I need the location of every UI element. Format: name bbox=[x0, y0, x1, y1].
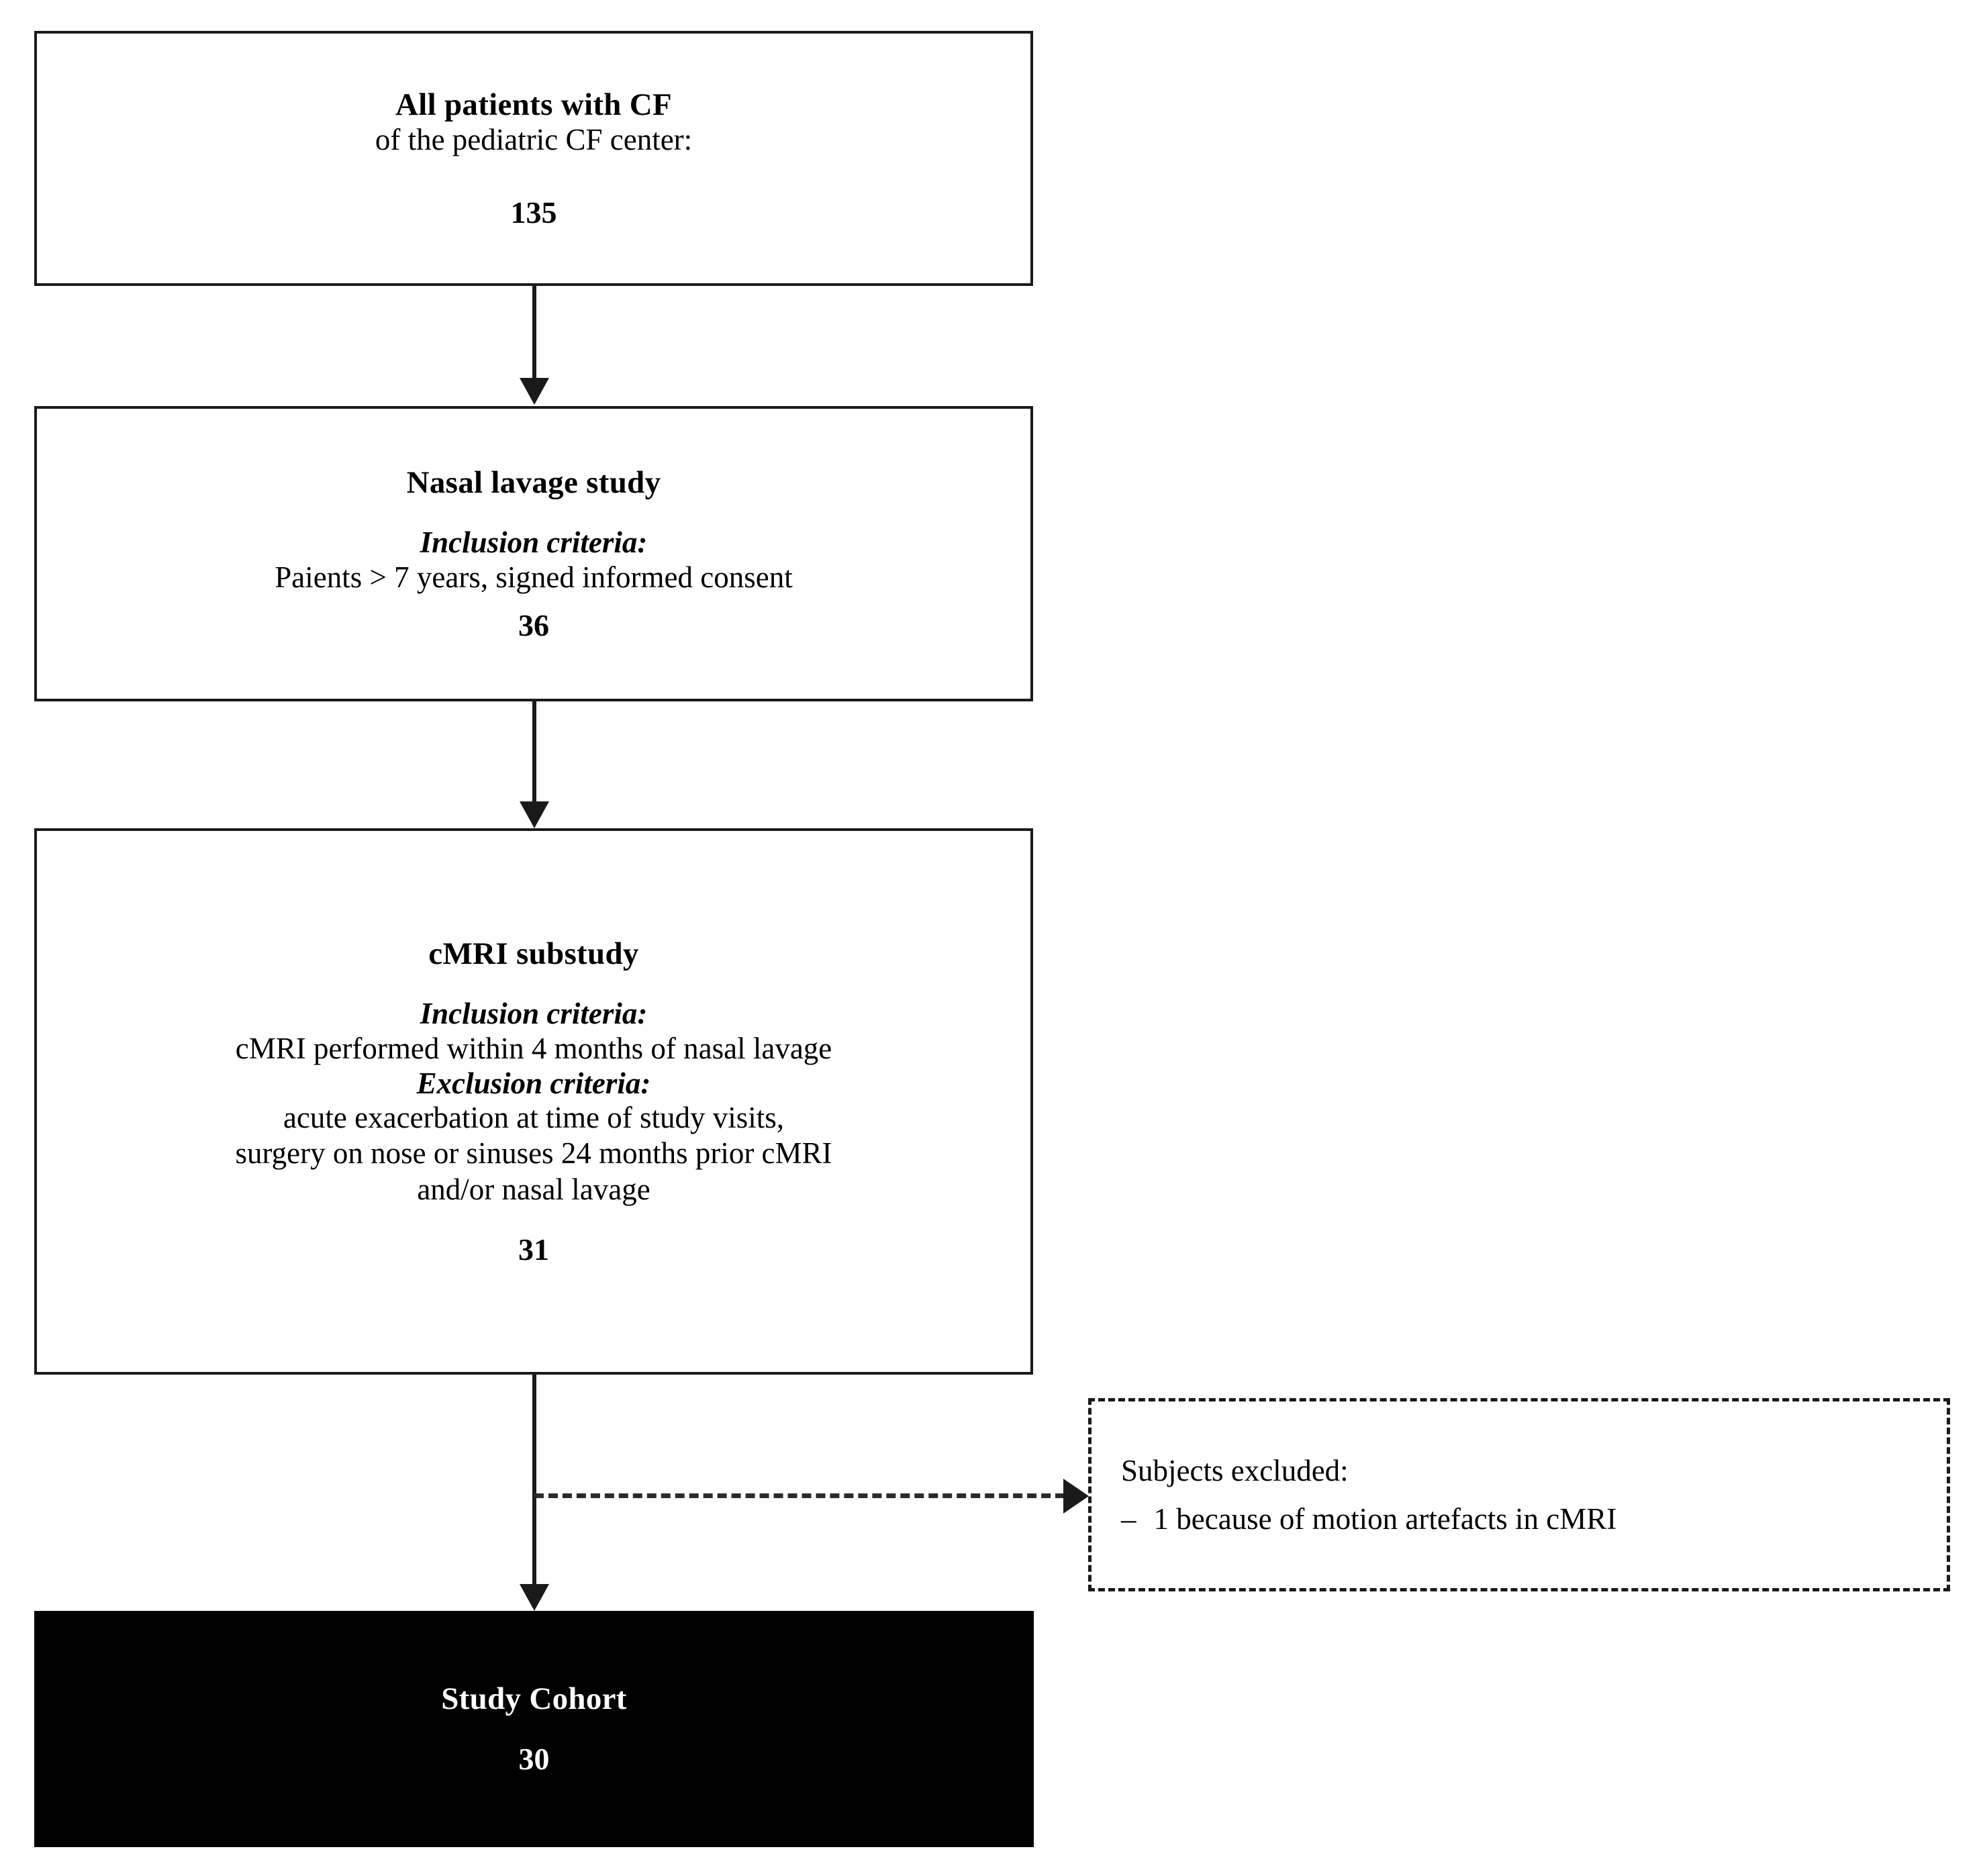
dashed-arrow-to-subjects-excluded-head bbox=[1063, 1479, 1089, 1514]
arrow-cmri-to-study-cohort bbox=[532, 1375, 536, 1586]
cmri-inclusion-line1: cMRI performed within 4 months of nasal … bbox=[235, 1031, 832, 1065]
cmri-inclusion-label: Inclusion criteria: bbox=[420, 997, 648, 1031]
cmri-exclusion-label: Exclusion criteria: bbox=[416, 1066, 651, 1100]
arrow-all-patients-to-nasal-lavage-head bbox=[520, 378, 549, 405]
nasal-lavage-title: Nasal lavage study bbox=[406, 464, 661, 500]
bullet-dash-icon: – bbox=[1121, 1502, 1136, 1536]
study-cohort-count: 30 bbox=[518, 1742, 550, 1777]
arrow-cmri-to-study-cohort-head bbox=[520, 1584, 549, 1611]
arrow-all-patients-to-nasal-lavage bbox=[532, 286, 536, 380]
cmri-exclusion-line1: acute exacerbation at time of study visi… bbox=[283, 1101, 784, 1135]
nasal-lavage-inclusion-label: Inclusion criteria: bbox=[420, 526, 648, 560]
nasal-lavage-inclusion-line1: Paients > 7 years, signed informed conse… bbox=[275, 560, 793, 594]
all-patients-title-line1: All patients with CF bbox=[395, 87, 673, 122]
arrow-nasal-lavage-to-cmri-head bbox=[520, 801, 549, 828]
subjects-excluded-title: Subjects excluded: bbox=[1121, 1453, 1349, 1487]
study-cohort-title: Study Cohort bbox=[441, 1681, 627, 1717]
cmri-substudy-count: 31 bbox=[518, 1232, 549, 1267]
box-subjects-excluded: Subjects excluded: – 1 because of motion… bbox=[1088, 1398, 1950, 1591]
all-patients-count: 135 bbox=[510, 195, 557, 230]
cmri-exclusion-line3: and/or nasal lavage bbox=[417, 1172, 650, 1206]
box-study-cohort: Study Cohort 30 bbox=[34, 1611, 1034, 1847]
cmri-substudy-title: cMRI substudy bbox=[428, 936, 639, 971]
subjects-excluded-item-text: 1 because of motion artefacts in cMRI bbox=[1153, 1502, 1617, 1536]
all-patients-title-line2: of the pediatric CF center: bbox=[375, 123, 693, 157]
box-nasal-lavage-study: Nasal lavage study Inclusion criteria: P… bbox=[34, 406, 1033, 701]
cmri-exclusion-line2: surgery on nose or sinuses 24 months pri… bbox=[235, 1136, 832, 1171]
arrow-nasal-lavage-to-cmri bbox=[532, 701, 536, 803]
box-all-patients-with-cf: All patients with CF of the pediatric CF… bbox=[34, 31, 1033, 286]
dashed-arrow-to-subjects-excluded bbox=[534, 1493, 1065, 1498]
nasal-lavage-count: 36 bbox=[518, 607, 549, 642]
box-cmri-substudy: cMRI substudy Inclusion criteria: cMRI p… bbox=[34, 828, 1033, 1375]
subjects-excluded-item: – 1 because of motion artefacts in cMRI bbox=[1121, 1500, 1616, 1538]
